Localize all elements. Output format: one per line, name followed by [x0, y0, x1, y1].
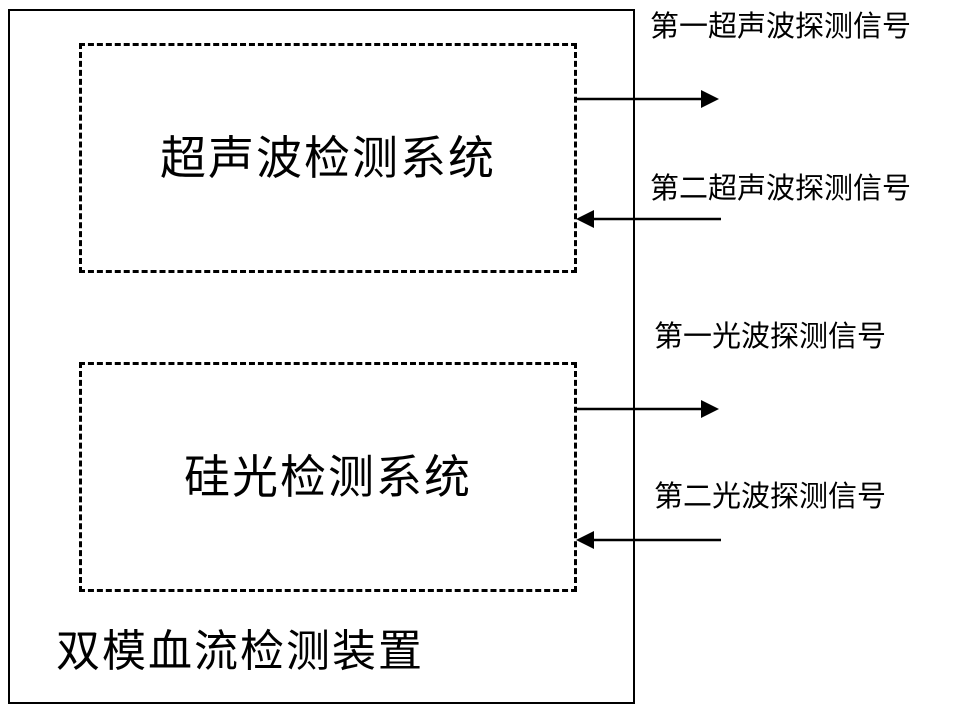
module-title-ultrasound: 超声波检测系统 — [160, 130, 496, 185]
device-enclosure-caption: 双模血流检测装置 — [56, 626, 424, 677]
signal-label-first-ultrasound-detection-signal: 第一超声波探测信号 — [650, 9, 912, 43]
signal-label-first-lightwave-detection-signal: 第一光波探测信号 — [654, 319, 887, 353]
signal-label-second-lightwave-detection-signal: 第二光波探测信号 — [654, 479, 887, 513]
signal-label-second-ultrasound-detection-signal: 第二超声波探测信号 — [650, 171, 912, 205]
module-silicon-photonic-detection-system: 硅光检测系统 — [79, 362, 577, 592]
device-enclosure-box — [8, 9, 635, 704]
module-title-silicon-photonic: 硅光检测系统 — [184, 449, 472, 504]
module-ultrasound-detection-system: 超声波检测系统 — [79, 43, 577, 273]
